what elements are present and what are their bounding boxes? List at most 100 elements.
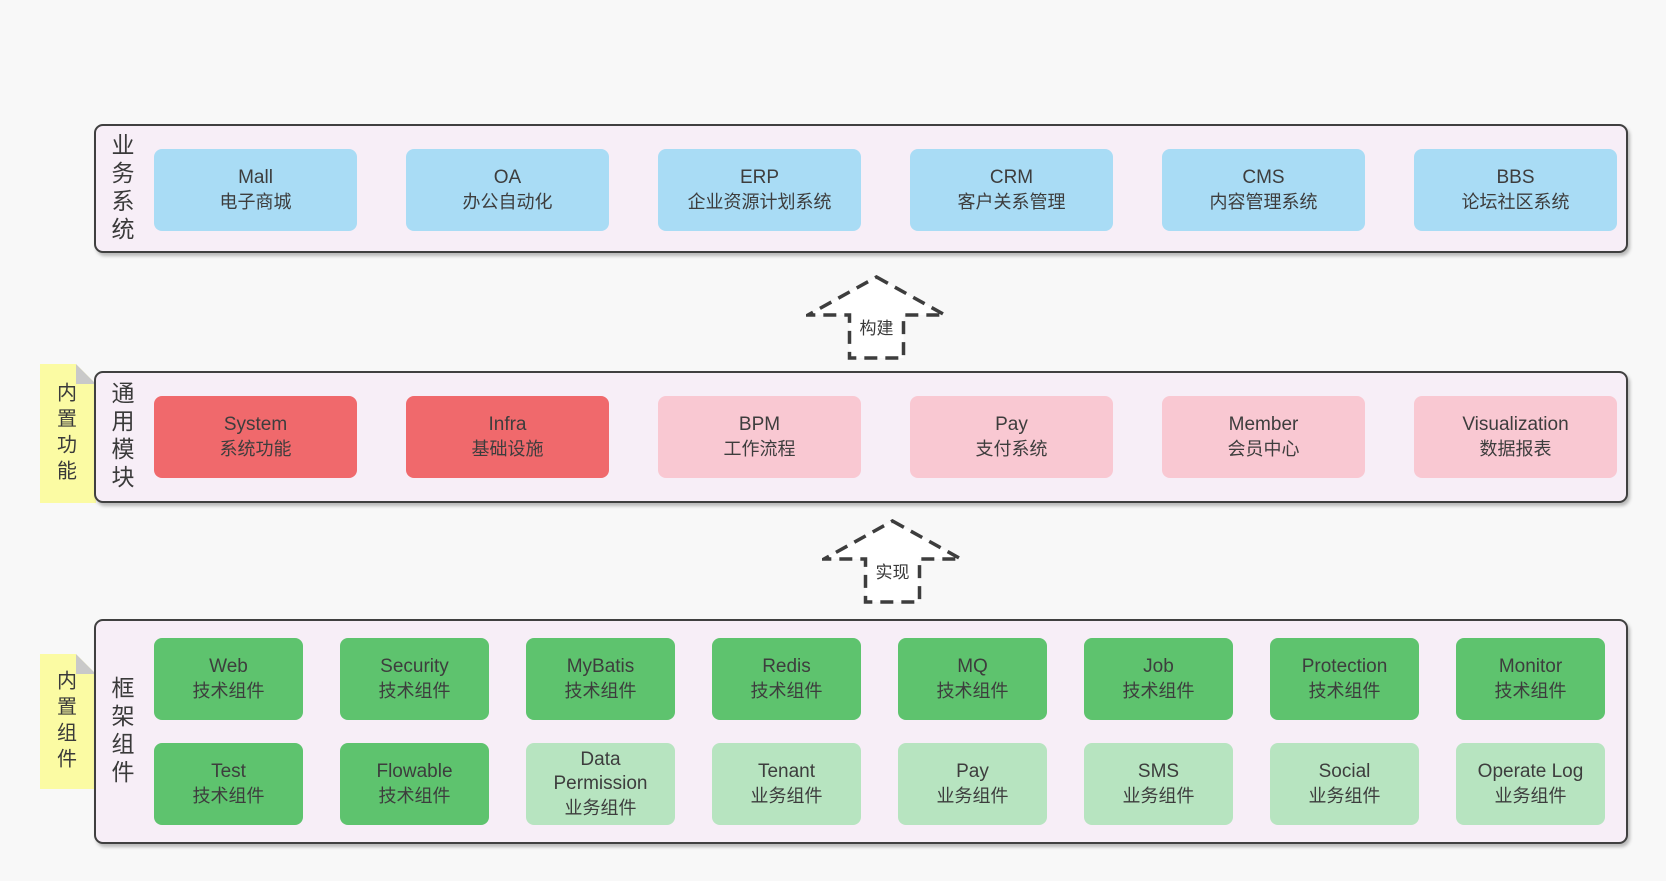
box-subtitle: 数据报表 — [1479, 439, 1552, 459]
box-title: Monitor — [1498, 656, 1563, 677]
box-title: ERP — [739, 167, 780, 188]
box-subtitle: 技术组件 — [1308, 681, 1381, 701]
framework-components-label: 框架组件 — [108, 675, 134, 788]
built-in-features-tag: 内置功能 — [40, 364, 96, 503]
box-title: MQ — [957, 656, 988, 677]
built-in-components-tag: 内置组件 — [40, 654, 96, 789]
box-subtitle: 技术组件 — [936, 681, 1009, 701]
box-subtitle: 会员中心 — [1227, 439, 1300, 459]
box-subtitle: 技术组件 — [192, 681, 265, 701]
box-title: Redis — [762, 656, 811, 677]
box-title: Web — [209, 656, 248, 677]
box-subtitle: 技术组件 — [750, 681, 823, 701]
diagram-box-crm: CRM 客户关系管理 — [910, 149, 1113, 231]
diagram-box-redis: Redis 技术组件 — [712, 638, 861, 720]
box-subtitle: 技术组件 — [192, 786, 265, 806]
diagram-box-bbs: BBS 论坛社区系统 — [1414, 149, 1617, 231]
box-title: Visualization — [1462, 414, 1569, 435]
diagram-box-job: Job 技术组件 — [1084, 638, 1233, 720]
diagram-box-web: Web 技术组件 — [154, 638, 303, 720]
business-systems-label-wrap: 业务系统 — [104, 126, 138, 251]
diagram-box-system: System 系统功能 — [154, 396, 357, 478]
diagram-box-mybatis: MyBatis 技术组件 — [526, 638, 675, 720]
box-subtitle: 业务组件 — [936, 786, 1009, 806]
box-title: BPM — [738, 414, 781, 435]
box-title: Tenant — [757, 761, 816, 782]
box-subtitle: 电子商城 — [219, 192, 292, 212]
box-title: Test — [211, 761, 246, 782]
diagram-box-sms: SMS 业务组件 — [1084, 743, 1233, 825]
block-arrow-up-icon — [806, 275, 947, 360]
box-subtitle: 论坛社区系统 — [1461, 192, 1570, 212]
box-title: BBS — [1496, 167, 1535, 188]
common-modules-label: 通用模块 — [108, 381, 134, 493]
box-title: System — [223, 414, 288, 435]
build-arrow-label: 构建 — [859, 319, 894, 338]
folded-corner-icon — [76, 654, 96, 674]
box-subtitle: 企业资源计划系统 — [687, 192, 832, 212]
box-subtitle: 业务组件 — [750, 786, 823, 806]
box-subtitle: 内容管理系统 — [1209, 192, 1318, 212]
build-arrow: 构建 — [806, 275, 947, 360]
box-title: MyBatis — [566, 656, 635, 677]
box-title: CRM — [989, 167, 1034, 188]
box-title: Flowable — [376, 761, 453, 782]
box-title: Social — [1318, 761, 1371, 782]
box-subtitle: 技术组件 — [378, 681, 451, 701]
box-title: Member — [1228, 414, 1299, 435]
box-title: Mall — [238, 167, 273, 188]
folded-corner-icon — [76, 364, 96, 384]
diagram-box-test: Test 技术组件 — [154, 743, 303, 825]
box-subtitle: 系统功能 — [219, 439, 292, 459]
box-title: Pay — [956, 761, 989, 782]
box-title: Infra — [488, 414, 527, 435]
implement-arrow: 实现 — [822, 519, 963, 604]
box-title: Job — [1143, 656, 1174, 677]
diagram-box-cms: CMS 内容管理系统 — [1162, 149, 1365, 231]
box-subtitle: 客户关系管理 — [957, 192, 1066, 212]
box-subtitle: 技术组件 — [1122, 681, 1195, 701]
box-title: Security — [380, 656, 449, 677]
diagram-box-member: Member 会员中心 — [1162, 396, 1365, 478]
diagram-box-erp: ERP 企业资源计划系统 — [658, 149, 861, 231]
diagram-box-social: Social 业务组件 — [1270, 743, 1419, 825]
common-modules-label-wrap: 通用模块 — [104, 373, 138, 501]
diagram-box-mall: Mall 电子商城 — [154, 149, 357, 231]
box-subtitle: 支付系统 — [975, 439, 1048, 459]
box-subtitle: 业务组件 — [1494, 786, 1567, 806]
diagram-box-pay: Pay 业务组件 — [898, 743, 1047, 825]
box-title: Protection — [1301, 656, 1388, 677]
business-systems-label: 业务系统 — [108, 132, 134, 245]
box-subtitle: 业务组件 — [1122, 786, 1195, 806]
box-subtitle: 业务组件 — [564, 798, 637, 818]
diagram-box-data-permission: Data Permission 业务组件 — [526, 743, 675, 825]
box-title: CMS — [1242, 167, 1285, 188]
block-arrow-up-icon — [822, 519, 963, 604]
diagram-box-protection: Protection 技术组件 — [1270, 638, 1419, 720]
built-in-features-tag-label: 内置功能 — [53, 381, 76, 486]
framework-components-label-wrap: 框架组件 — [104, 621, 138, 842]
box-subtitle: 技术组件 — [564, 681, 637, 701]
box-title: SMS — [1137, 761, 1180, 782]
implement-arrow-label: 实现 — [875, 563, 910, 582]
diagram-box-visualization: Visualization 数据报表 — [1414, 396, 1617, 478]
diagram-box-security: Security 技术组件 — [340, 638, 489, 720]
box-subtitle: 业务组件 — [1308, 786, 1381, 806]
diagram-box-tenant: Tenant 业务组件 — [712, 743, 861, 825]
box-title: Data Permission — [553, 749, 648, 794]
box-title: Pay — [995, 414, 1028, 435]
box-subtitle: 办公自动化 — [462, 192, 553, 212]
